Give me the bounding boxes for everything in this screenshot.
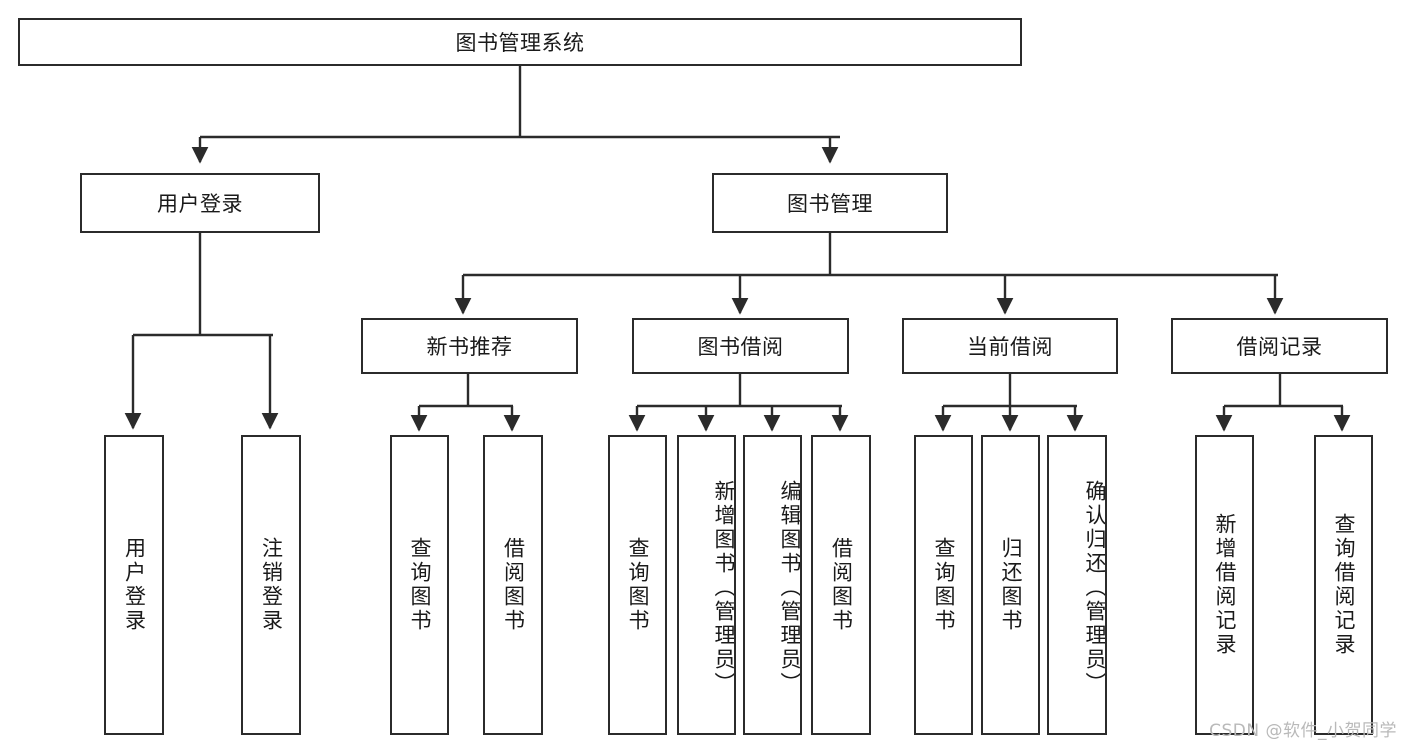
csdn-watermark: CSDN @软件_小贺同学	[1209, 721, 1397, 741]
leaf-current-return-book[interactable]: 归还图书	[981, 435, 1040, 735]
leaf-borrow-edit-book-admin[interactable]: 编辑图书（管理员）	[743, 435, 802, 735]
leaf-user-login-login[interactable]: 用户登录	[104, 435, 164, 735]
node-book-borrow[interactable]: 图书借阅	[632, 318, 849, 374]
leaf-borrow-query-book[interactable]: 查询图书	[608, 435, 667, 735]
node-borrow-record[interactable]: 借阅记录	[1171, 318, 1388, 374]
leaf-current-confirm-return-admin[interactable]: 确认归还（管理员）	[1047, 435, 1107, 735]
leaf-record-query-record[interactable]: 查询借阅记录	[1314, 435, 1373, 735]
leaf-current-query-book[interactable]: 查询图书	[914, 435, 973, 735]
node-user-login[interactable]: 用户登录	[80, 173, 320, 233]
node-current-borrow[interactable]: 当前借阅	[902, 318, 1118, 374]
leaf-borrow-borrow-book[interactable]: 借阅图书	[811, 435, 871, 735]
leaf-user-login-logout[interactable]: 注销登录	[241, 435, 301, 735]
leaf-recommend-borrow-book[interactable]: 借阅图书	[483, 435, 543, 735]
leaf-recommend-query-book[interactable]: 查询图书	[390, 435, 449, 735]
node-new-book-recommend[interactable]: 新书推荐	[361, 318, 578, 374]
node-book-management[interactable]: 图书管理	[712, 173, 948, 233]
leaf-record-add-record[interactable]: 新增借阅记录	[1195, 435, 1254, 735]
node-root-system[interactable]: 图书管理系统	[18, 18, 1022, 66]
leaf-borrow-add-book-admin[interactable]: 新增图书（管理员）	[677, 435, 736, 735]
